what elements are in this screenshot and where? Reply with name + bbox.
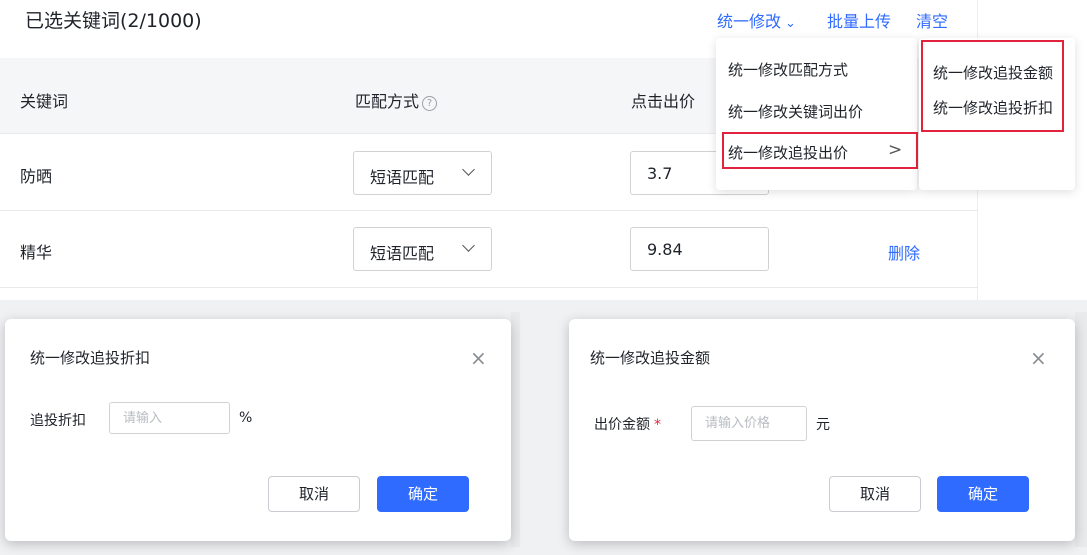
bid-input[interactable]: 9.84 (630, 227, 769, 271)
unit-label: 元 (816, 417, 830, 433)
bulk-modify-dropdown[interactable]: 统一修改⌄ (717, 8, 796, 32)
bulk-modify-label: 统一修改 (717, 12, 782, 31)
dialog-title: 统一修改追投金额 (590, 349, 711, 367)
bulk-upload-button[interactable]: 批量上传 (827, 12, 892, 31)
selected-keywords-title: 已选关键词(2/1000) (25, 10, 202, 32)
menu-item-modify-followup-bid[interactable]: 统一修改追投出价 (728, 144, 849, 162)
column-header-match-label: 匹配方式 (355, 92, 420, 111)
chevron-down-icon (462, 239, 475, 252)
chevron-right-icon: > (888, 140, 903, 160)
chevron-down-icon: ⌄ (785, 16, 796, 31)
confirm-button[interactable]: 确定 (377, 476, 469, 512)
match-type-value: 短语匹配 (370, 244, 435, 263)
match-type-select[interactable]: 短语匹配 (353, 227, 492, 271)
column-header-keyword: 关键词 (20, 92, 69, 111)
bulk-modify-menu: 统一修改匹配方式 统一修改关键词出价 统一修改追投出价 > (716, 38, 917, 190)
backdrop-edge (1075, 312, 1087, 547)
amount-input-field[interactable] (692, 407, 806, 440)
column-header-bid: 点击出价 (631, 92, 696, 111)
modify-amount-dialog: 统一修改追投金额 × 出价金额* 元 取消 确定 (569, 319, 1075, 541)
field-label: 出价金额* (594, 414, 661, 434)
menu-item-modify-match[interactable]: 统一修改匹配方式 (728, 61, 849, 79)
dialog-title: 统一修改追投折扣 (30, 349, 151, 367)
keyword-cell: 防晒 (20, 167, 53, 186)
match-type-select[interactable]: 短语匹配 (353, 151, 492, 195)
row-divider (0, 287, 978, 288)
column-header-match: 匹配方式? (355, 88, 438, 112)
required-mark: * (654, 417, 661, 433)
menu-item-modify-keyword-bid[interactable]: 统一修改关键词出价 (728, 103, 864, 121)
followup-submenu: 统一修改追投金额 统一修改追投折扣 (919, 38, 1075, 190)
unit-label: % (239, 410, 253, 426)
close-icon[interactable]: × (470, 346, 487, 370)
cancel-button[interactable]: 取消 (829, 476, 921, 512)
chevron-down-icon (462, 163, 475, 176)
modify-discount-dialog: 统一修改追投折扣 × 追投折扣 % 取消 确定 (5, 319, 511, 541)
highlight-box (921, 40, 1064, 132)
submenu-item-modify-discount[interactable]: 统一修改追投折扣 (933, 99, 1054, 117)
backdrop-edge (511, 312, 520, 547)
amount-input[interactable] (691, 406, 807, 441)
match-type-value: 短语匹配 (370, 168, 435, 187)
close-icon[interactable]: × (1030, 346, 1047, 370)
bid-value: 3.7 (647, 164, 673, 183)
highlight-box (722, 132, 918, 169)
field-label-text: 出价金额 (594, 417, 650, 433)
delete-button[interactable]: 删除 (888, 244, 921, 263)
submenu-item-modify-amount[interactable]: 统一修改追投金额 (933, 64, 1054, 82)
cancel-button[interactable]: 取消 (268, 476, 360, 512)
field-label: 追投折扣 (30, 413, 86, 429)
clear-button[interactable]: 清空 (916, 12, 949, 31)
discount-input[interactable] (109, 402, 230, 434)
bid-value: 9.84 (647, 240, 683, 259)
confirm-button[interactable]: 确定 (937, 476, 1029, 512)
row-divider (0, 210, 978, 211)
help-icon[interactable]: ? (422, 96, 438, 111)
keyword-cell: 精华 (20, 243, 53, 262)
discount-input-field[interactable] (110, 403, 229, 433)
